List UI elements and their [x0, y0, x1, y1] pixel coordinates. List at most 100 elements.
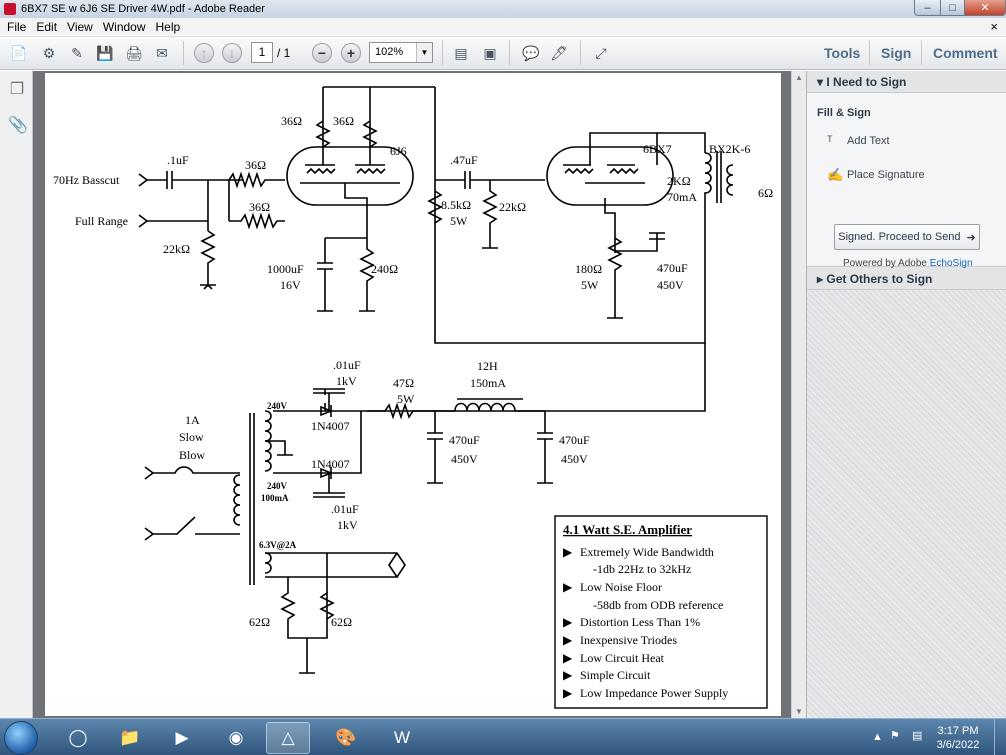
label-r-grid2: 22kΩ [499, 200, 526, 214]
label-cap-coupling: .47uF [450, 153, 478, 167]
fill-sign-heading: Fill & Sign [817, 107, 871, 119]
zoom-in-icon[interactable]: + [341, 43, 361, 63]
clock-date: 3/6/2022 [936, 739, 980, 751]
scroll-down-icon[interactable]: ▼ [795, 707, 803, 716]
document-viewport: 70Hz Basscut Full Range .1uF 36Ω 36Ω 22k… [33, 71, 791, 718]
chevron-down-icon: ▾ [817, 75, 827, 89]
close-document-icon[interactable]: × [990, 19, 998, 34]
echosign-link[interactable]: EchoSign [929, 258, 973, 269]
add-text-action[interactable]: ᵀ Add Text [827, 133, 890, 148]
toolbar-divider [509, 41, 510, 65]
minimize-button[interactable]: – [914, 0, 941, 16]
spec-item: Inexpensive Triodes [580, 633, 677, 647]
label-r-plate1: 36Ω [281, 114, 302, 128]
spec-item: Extremely Wide Bandwidth [580, 545, 714, 559]
menu-window[interactable]: Window [102, 20, 146, 34]
menu-help[interactable]: Help [155, 20, 181, 34]
menu-view[interactable]: View [67, 20, 93, 34]
save-icon[interactable]: 💾 [96, 44, 114, 61]
label-r-cathode2: 180Ω [575, 262, 602, 276]
label-cap-ps1: 470uF [449, 433, 480, 447]
close-button[interactable]: ✕ [964, 0, 1006, 16]
next-page-icon[interactable]: ↓ [222, 43, 242, 63]
firefox-icon[interactable]: ◉ [228, 728, 244, 747]
label-snubber2-voltage: 1kV [337, 518, 358, 532]
label-diode2: 1N4007 [311, 457, 350, 471]
network-icon[interactable]: ▤ [912, 730, 923, 742]
label-snubber1: .01uF [333, 358, 361, 372]
print-icon[interactable]: 🖨 [125, 44, 143, 61]
section-title: I Need to Sign [826, 75, 907, 89]
menu-file[interactable]: File [7, 20, 27, 34]
show-desktop-button[interactable] [994, 719, 1006, 755]
label-r-in1: 36Ω [245, 158, 266, 172]
label-ht2: 240V [267, 481, 288, 491]
label-cap-ps2: 470uF [559, 433, 590, 447]
highlight-icon[interactable]: 🖊 [550, 44, 568, 61]
proceed-to-send-button[interactable]: Signed. Proceed to Send ➜ [834, 224, 980, 250]
clock-time: 3:17 PM [937, 725, 979, 737]
scroll-up-icon[interactable]: ▲ [795, 73, 803, 82]
internet-explorer-icon[interactable]: ◯ [68, 728, 88, 747]
comment-link[interactable]: Comment [933, 45, 998, 61]
label-diode1: 1N4007 [311, 419, 350, 433]
clock[interactable]: 3:17 PM 3/6/2022 [928, 724, 988, 752]
page-thumbnails-icon[interactable]: ❐ [9, 81, 25, 98]
toolbar-divider [869, 41, 870, 65]
edit-icon[interactable]: ✎ [71, 44, 83, 61]
text-cursor-icon: ᵀ [827, 133, 833, 148]
spec-item: Distortion Less Than 1% [580, 615, 700, 629]
tools-link[interactable]: Tools [824, 45, 861, 61]
spec-item: Low Impedance Power Supply [580, 686, 728, 700]
zoom-out-icon[interactable]: − [312, 43, 332, 63]
expand-icon[interactable]: ⤢ [595, 44, 607, 61]
label-r-hum2: 62Ω [331, 615, 352, 629]
previous-page-icon[interactable]: ↑ [194, 43, 214, 63]
label-fuse-slow: Slow [179, 430, 204, 444]
word-icon[interactable]: W [393, 728, 411, 747]
label-cap-cathode1-voltage: 16V [280, 278, 301, 292]
label-heater: 6.3V@2A [259, 540, 297, 550]
action-center-icon[interactable]: ⚑ [890, 730, 900, 742]
email-icon[interactable]: ✉ [156, 44, 168, 61]
label-primary-impedance: 2KΩ [667, 174, 691, 188]
create-pdf-icon[interactable]: 📄 [10, 44, 28, 61]
comment-icon[interactable]: 💬 [522, 44, 540, 61]
label-transformer: BX2K-6 [709, 142, 750, 156]
spec-bullet-icon: ▶ [563, 633, 573, 647]
paint-icon[interactable]: 🎨 [335, 728, 357, 747]
attachments-icon[interactable]: 📎 [8, 117, 28, 134]
navigation-pane: ❐ 📎 [0, 71, 33, 718]
menu-bar: File Edit View Window Help × [0, 18, 1006, 37]
section-get-others-to-sign[interactable]: ▸ Get Others to Sign [807, 268, 1006, 290]
toolbar-divider [921, 41, 922, 65]
sign-link[interactable]: Sign [881, 45, 912, 61]
vertical-scrollbar[interactable]: ▲ ▼ [791, 71, 806, 718]
spec-item: Simple Circuit [580, 668, 651, 682]
fit-width-icon[interactable]: ▤ [454, 44, 468, 61]
maximize-button[interactable]: □ [940, 0, 965, 16]
label-input-fullrange: Full Range [75, 214, 128, 228]
pdf-settings-icon[interactable]: ⚙ [42, 44, 56, 61]
adobe-reader-task-icon[interactable]: △ [266, 722, 310, 754]
show-hidden-icons-icon[interactable]: ▲ [872, 731, 883, 743]
label-cap-cathode2: 470uF [657, 261, 688, 275]
place-signature-action[interactable]: ✍ Place Signature [827, 167, 925, 183]
menu-edit[interactable]: Edit [36, 20, 58, 34]
start-button[interactable] [4, 721, 38, 755]
powered-prefix: Powered by Adobe [843, 258, 927, 269]
label-fuse: 1A [185, 413, 200, 427]
section-i-need-to-sign[interactable]: ▾ I Need to Sign [807, 71, 1006, 93]
label-ht1: 240V [267, 401, 288, 411]
page-number-input[interactable]: 1 [251, 42, 273, 63]
label-snubber1-voltage: 1kV [336, 374, 357, 388]
spec-item-detail: -1db 22Hz to 32kHz [593, 562, 691, 576]
file-explorer-icon[interactable]: 📁 [119, 728, 141, 747]
label-r-grid: 22kΩ [163, 242, 190, 256]
chevron-down-icon[interactable]: ▼ [416, 43, 432, 62]
label-secondary-impedance: 6Ω [758, 186, 773, 200]
zoom-select[interactable]: 102% ▼ [369, 42, 433, 63]
fit-page-icon[interactable]: ▣ [483, 44, 497, 61]
media-player-icon[interactable]: ▶ [175, 728, 189, 747]
